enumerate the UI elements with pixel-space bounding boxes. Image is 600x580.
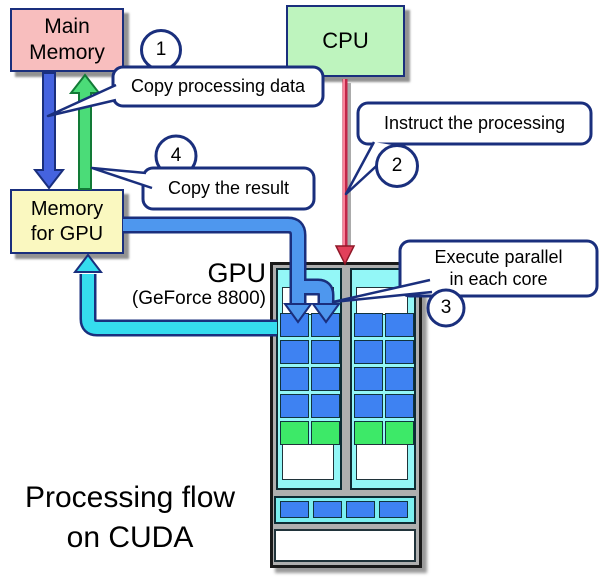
gpu-core-green	[280, 421, 309, 445]
gpu-core-blue	[354, 394, 383, 418]
gpu-core-green	[354, 421, 383, 445]
callout-2-number: 2	[391, 155, 403, 177]
callout-1-number: 1	[155, 39, 167, 61]
gpu-strip-cell	[313, 501, 342, 518]
gpu-core-blue	[385, 394, 414, 418]
gpu-core-blue	[311, 340, 340, 364]
main-memory-label-line2: Memory	[29, 41, 105, 64]
gpu-core-blue	[311, 367, 340, 391]
copy-data-down-arrow	[32, 72, 66, 190]
gpu-strip-cell	[346, 501, 375, 518]
gpu-core-blue	[311, 394, 340, 418]
gpu-sublabel: (GeForce 8800)	[131, 288, 266, 310]
gpu-core-green	[311, 421, 340, 445]
main-memory-box: Main Memory	[10, 8, 124, 72]
callout-3-text-line2: in each core	[449, 268, 548, 289]
memory-for-gpu-label-line2: for GPU	[30, 222, 104, 245]
gpu-core-blue	[385, 313, 414, 337]
gpu-core-blue	[385, 367, 414, 391]
gpu-core-green	[385, 421, 414, 445]
gpu-multiprocessor-1	[276, 268, 342, 490]
gpu-core-blue	[311, 313, 340, 337]
gpu-strip-cell	[280, 501, 309, 518]
callout-4-number: 4	[170, 145, 182, 167]
gpu-core-blue	[354, 313, 383, 337]
cpu-label: CPU	[322, 27, 369, 53]
callout-3-text-line1: Execute parallel	[434, 246, 563, 267]
diagram-title: Processing flow on CUDA	[10, 478, 250, 558]
gpu-memory-strip	[274, 496, 416, 524]
gpu-col1-cores	[280, 313, 340, 445]
gpu-core-blue	[280, 367, 309, 391]
gpu-core-blue	[354, 367, 383, 391]
gpu-core-blue	[280, 340, 309, 364]
gpu-label: GPU	[207, 258, 266, 289]
diagram-title-line2: on CUDA	[66, 521, 194, 554]
gpu-col2-cores	[354, 313, 414, 445]
callout-3-number: 3	[440, 297, 452, 319]
gpu-core-blue	[354, 340, 383, 364]
gpu-strip-cells	[280, 501, 408, 518]
main-memory-label-line1: Main	[44, 15, 90, 39]
copy-result-up-arrow	[68, 73, 102, 190]
memory-for-gpu-label-line1: Memory	[30, 198, 104, 221]
callout-2-text: Instruct the processing	[383, 113, 566, 134]
gpu-core-blue	[280, 313, 309, 337]
gpu-bottom-memory-box	[274, 529, 416, 562]
callout-1-text: Copy processing data	[130, 76, 306, 97]
gpu-col1-shared-memory-box	[282, 287, 334, 315]
gpu-col1-bottom-box	[282, 444, 334, 480]
gpu-strip-cell	[379, 501, 408, 518]
gpu-multiprocessor-2	[350, 268, 416, 490]
gpu-core-blue	[385, 340, 414, 364]
diagram-title-line1: Processing flow	[24, 481, 236, 514]
gpu-col2-bottom-box	[356, 444, 408, 480]
gpu-core-blue	[280, 394, 309, 418]
cpu-box: CPU	[286, 5, 405, 77]
memory-for-gpu-box: Memory for GPU	[10, 189, 124, 254]
